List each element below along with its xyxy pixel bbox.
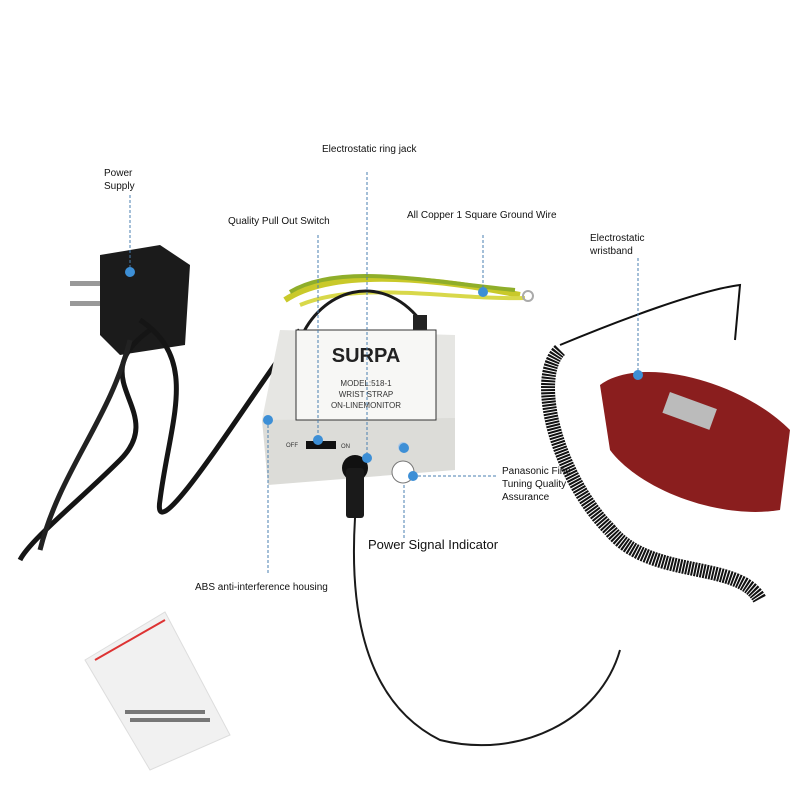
screw-bag: [84, 611, 231, 771]
switch-on-label: ON: [341, 444, 350, 450]
callout-ring-jack: Electrostatic ring jack: [322, 144, 417, 155]
callout-panasonic-line1: Panasonic Fine: [502, 466, 571, 477]
callout-pull-out-switch: Quality Pull Out Switch: [228, 216, 330, 227]
power-adapter: [17, 245, 302, 562]
product-line-3: ON-LINEMONITOR: [331, 401, 401, 410]
model-label: MODEL:518-1: [340, 379, 392, 388]
monitor-box: SURPA MODEL:518-1 WRIST STRAP ON-LINEMON…: [262, 329, 455, 485]
pull-out-switch: [306, 441, 336, 449]
callout-power-indicator: Power Signal Indicator: [368, 537, 499, 552]
callout-abs-housing: ABS anti-interference housing: [195, 582, 328, 593]
callout-power-supply: Power Supply: [104, 168, 135, 192]
callout-lines: [129, 172, 639, 575]
callout-dots: [125, 267, 643, 481]
product-line-2: WRIST STRAP: [339, 390, 394, 399]
switch-off-label: OFF: [286, 443, 298, 449]
callout-ground-wire: All Copper 1 Square Ground Wire: [407, 210, 557, 221]
callout-panasonic-line2: Tuning Quality: [502, 479, 567, 490]
coil-cord: [541, 345, 767, 604]
wristband: [600, 372, 790, 512]
brand-label: SURPA: [332, 345, 401, 367]
callout-wristband: Electrostatic wristband: [590, 233, 645, 257]
callout-panasonic-line3: Assurance: [502, 492, 550, 503]
ground-wire: [283, 274, 534, 307]
